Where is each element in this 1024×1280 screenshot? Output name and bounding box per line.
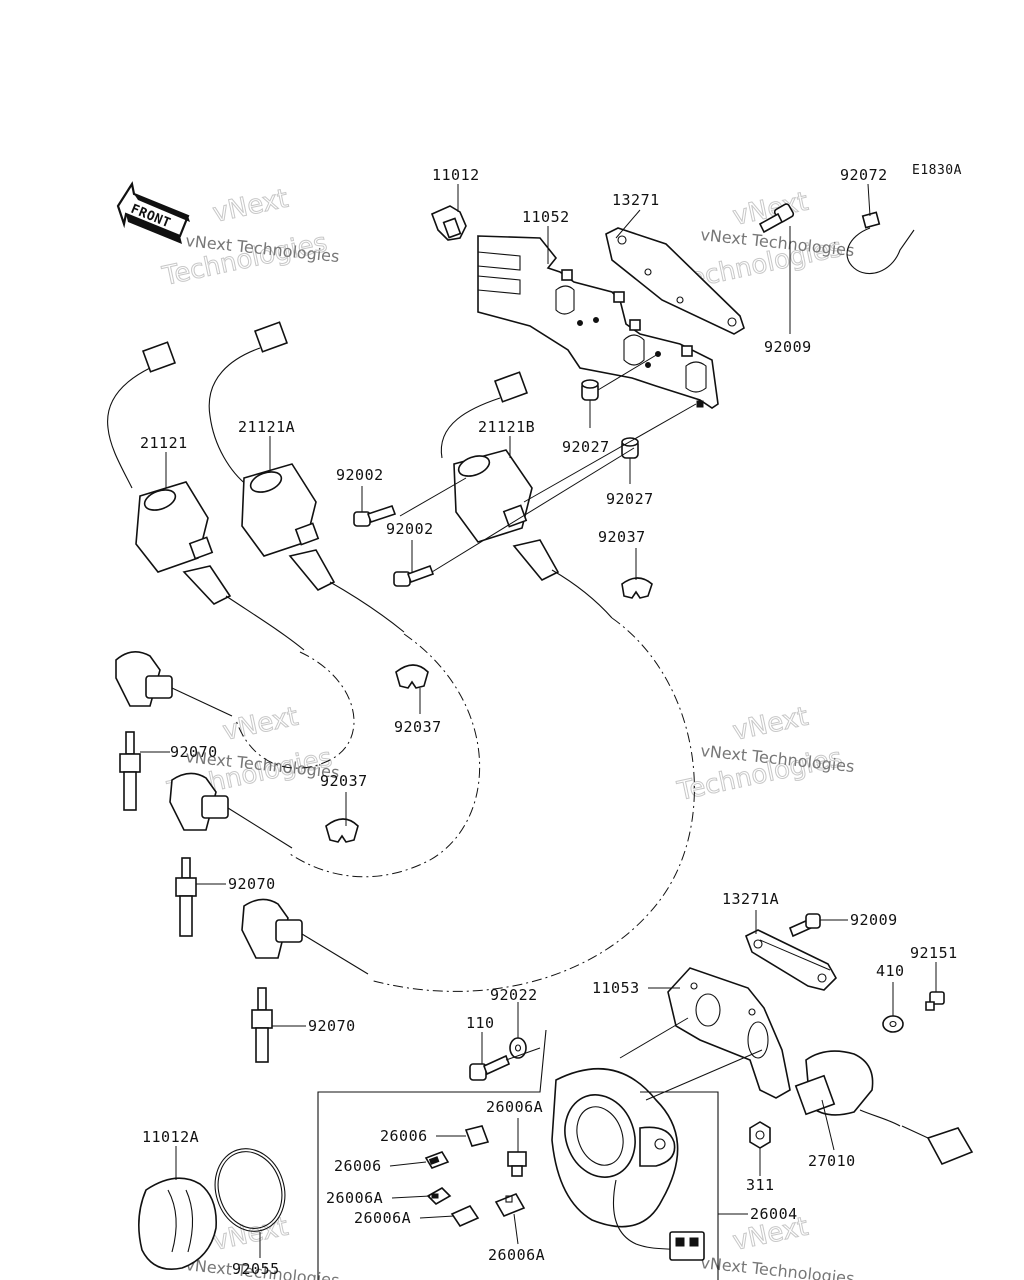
clamp-92037-b [395, 664, 429, 689]
label-92070-a: 92070 [170, 743, 218, 761]
fuse-26006-b [424, 1151, 450, 1169]
label-11012: 11012 [432, 166, 480, 184]
clamp-92037-c [325, 818, 359, 843]
label-92072: 92072 [840, 166, 888, 184]
label-92037-c: 92037 [320, 772, 368, 790]
ignition-coil-21121B [440, 371, 613, 619]
screw-92151 [925, 991, 945, 1011]
bolt-92009-top [758, 203, 795, 234]
label-92070-c: 92070 [308, 1017, 356, 1035]
watermark-text: vNext Technologies [700, 1253, 856, 1280]
label-92002-a: 92002 [336, 466, 384, 484]
label-26006A-a: 26006A [326, 1189, 383, 1207]
spark-plug-1 [119, 731, 141, 811]
label-92002-b: 92002 [386, 520, 434, 538]
label-110: 110 [466, 1014, 495, 1032]
fuse-26006A-b [450, 1204, 480, 1228]
front-arrow-icon: FRONT [116, 181, 190, 244]
label-21121B: 21121B [478, 418, 535, 436]
label-26004: 26004 [750, 1205, 798, 1223]
spark-plug-3 [251, 987, 273, 1063]
plate-13271 [605, 227, 745, 335]
ignition-coil-21121 [107, 341, 305, 651]
plug-cap-2 [169, 772, 293, 849]
collar-92027-a [581, 379, 599, 401]
cap-11012A [138, 1177, 217, 1270]
bolt-92002-b [393, 564, 435, 587]
label-13271: 13271 [612, 191, 660, 209]
plug-cap-1 [115, 651, 233, 717]
label-11052: 11052 [522, 208, 570, 226]
label-27010: 27010 [808, 1152, 856, 1170]
label-26006A-top: 26006A [486, 1098, 543, 1116]
label-92009-bottom: 92009 [850, 911, 898, 929]
label-26006A-bottom: 26006A [488, 1246, 545, 1264]
bracket-11052 [477, 235, 719, 409]
label-21121: 21121 [140, 434, 188, 452]
relay-27010 [794, 1050, 974, 1166]
label-92070-b: 92070 [228, 875, 276, 893]
label-21121A: 21121A [238, 418, 295, 436]
spark-plug-2 [175, 857, 197, 937]
watermark-large: vNext [220, 702, 301, 747]
plate-13271A [744, 929, 837, 991]
label-26006A-b: 26006A [354, 1209, 411, 1227]
label-26006-b: 26006 [334, 1157, 382, 1175]
connector-11012 [430, 205, 467, 241]
clamp-92072 [846, 211, 915, 275]
label-92037-b: 92037 [394, 718, 442, 736]
nut-311 [749, 1121, 771, 1149]
cable-route-1 [235, 651, 355, 769]
label-92027-b: 92027 [606, 490, 654, 508]
washer-92022 [509, 1037, 527, 1059]
watermark-large: vNext [730, 702, 811, 747]
label-92037-a: 92037 [598, 528, 646, 546]
cable-route-3 [369, 617, 695, 992]
cable-route-2 [289, 633, 481, 878]
collar-92027-b [621, 437, 639, 459]
bolt-92009-bottom [788, 913, 821, 938]
label-11012A: 11012A [142, 1128, 199, 1146]
fuse-26006A-a [426, 1187, 452, 1205]
washer-410 [882, 1015, 904, 1033]
fuse-26006-a [464, 1125, 490, 1147]
part-labels: 11012 13271 11052 92072 92009 21121 2112… [140, 166, 958, 1278]
label-311: 311 [746, 1176, 775, 1194]
label-92055: 92055 [232, 1260, 280, 1278]
watermark-large: vNext [210, 184, 291, 229]
diagram-code: E1830A [912, 163, 962, 178]
label-410: 410 [876, 962, 905, 980]
leader-lines [140, 183, 937, 1258]
bolt-92002-a [353, 504, 397, 527]
o-ring-92055 [214, 1148, 286, 1232]
label-92027-a: 92027 [562, 438, 610, 456]
fuse-26006A-top [507, 1151, 527, 1177]
label-11053: 11053 [592, 979, 640, 997]
ignition-coil-21121A [208, 321, 405, 633]
fuse-kit-frame [317, 1029, 547, 1280]
label-92151: 92151 [910, 944, 958, 962]
label-92009-top: 92009 [764, 338, 812, 356]
plug-cap-3 [241, 898, 369, 975]
fuse-box-26004 [551, 1068, 705, 1261]
label-92022: 92022 [490, 986, 538, 1004]
bolt-110 [469, 1054, 511, 1081]
clamp-92037-a [621, 577, 653, 599]
fuse-26006A-bot [494, 1192, 526, 1218]
bracket-11053 [667, 967, 791, 1099]
label-13271A: 13271A [722, 890, 779, 908]
label-26006-a: 26006 [380, 1127, 428, 1145]
